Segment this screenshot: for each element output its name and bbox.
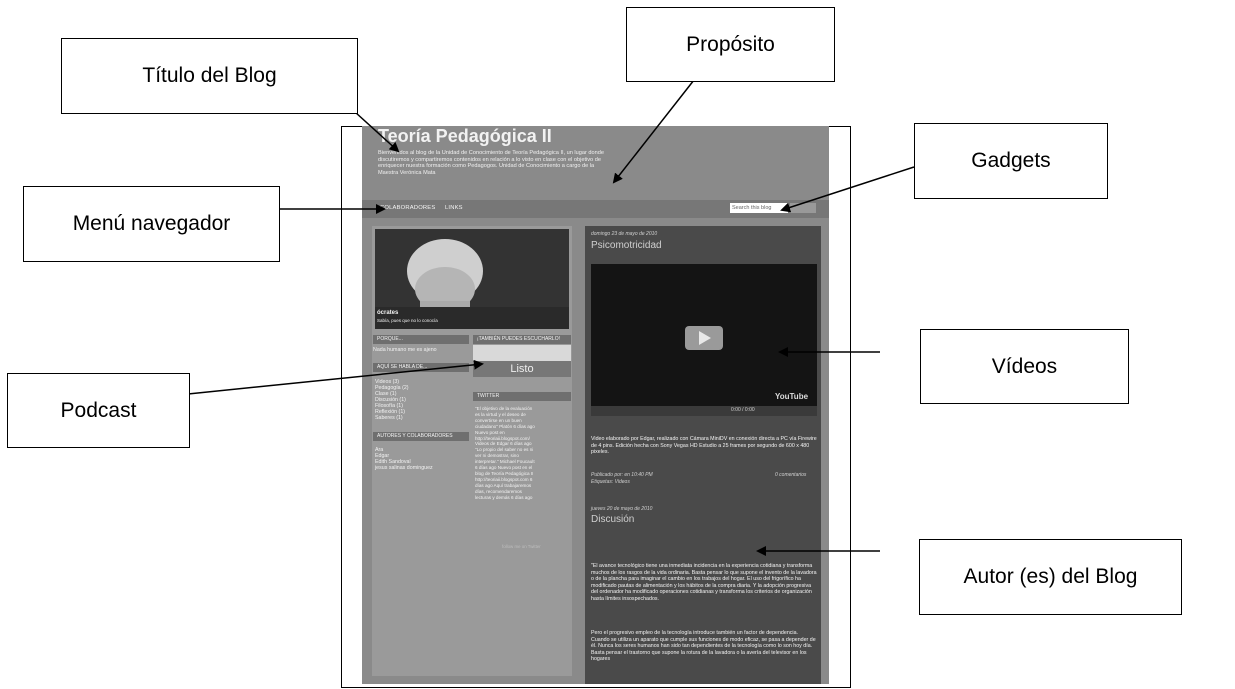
label-link[interactable]: Pedagogía (2) <box>375 385 409 391</box>
author-link[interactable]: Edith Sandoval <box>375 459 411 465</box>
author-link[interactable]: Ara <box>375 447 384 453</box>
video-time: 0:00 / 0:00 <box>731 407 755 413</box>
arrow-podcast <box>187 359 484 395</box>
gadget-autores-title: AUTORES Y COLABORADORES <box>373 432 469 441</box>
gadget-porque-text: Nada humano me es ajeno <box>373 347 437 353</box>
video-player[interactable]: YouTube 0:00 / 0:00 <box>591 264 817 416</box>
sidebar: ócrates Sabía, pues que no lo conocía PO… <box>372 226 572 676</box>
navigation-bar: COLABORADORES LINKS Search this blog <box>362 200 829 218</box>
author-link[interactable]: Edgar <box>375 453 390 459</box>
post1-labels: Etiquetas: Videos <box>591 479 630 485</box>
post1-title[interactable]: Psicomotricidad <box>591 240 662 251</box>
main-posts: domingo 23 de mayo de 2010 Psicomotricid… <box>585 226 821 684</box>
callout-proposito: Propósito <box>626 7 835 82</box>
label-link[interactable]: Videos (3) <box>375 379 400 385</box>
video-play-icon <box>591 264 817 416</box>
header-caption-sub: Sabía, pues que no lo conocía <box>377 318 438 323</box>
callout-videos: Vídeos <box>920 329 1129 404</box>
label-link[interactable]: Saberes (1) <box>375 415 403 421</box>
podcast-player-icon[interactable] <box>473 345 571 361</box>
label-link[interactable]: Discusión (1) <box>375 397 406 403</box>
gadget-porque-title: PORQUE... <box>373 335 469 344</box>
arrow-titulo <box>354 111 400 153</box>
post2-title[interactable]: Discusión <box>591 514 635 525</box>
post2-body-1: "El avance tecnológico tiene una inmedia… <box>591 563 817 602</box>
callout-titulo: Título del Blog <box>61 38 358 114</box>
post1-comments-link[interactable]: 0 comentarios <box>775 472 807 478</box>
author-link[interactable]: jesus salinas dominguez <box>375 465 433 471</box>
blog-description: Bienvenidos al blog de la Unidad de Cono… <box>378 150 604 176</box>
twitter-follow-link[interactable]: follow me on Twitter <box>502 544 541 549</box>
callout-podcast: Podcast <box>7 373 190 448</box>
nav-item-colaboradores[interactable]: COLABORADORES <box>380 205 436 211</box>
label-link[interactable]: Filosofía (1) <box>375 403 403 409</box>
search-input[interactable]: Search this blog <box>730 203 788 213</box>
gadget-podcast-title: ¡TAMBIÉN PUEDES ESCUCHARLO! <box>473 335 571 344</box>
post1-meta: Publicado por: en 10:40 PM <box>591 472 653 478</box>
header-caption-title: ócrates <box>377 310 399 316</box>
gadget-twitter-title: TWITTER <box>473 392 571 401</box>
post1-date: domingo 23 de mayo de 2010 <box>591 231 658 237</box>
blog-screenshot: Teoría Pedagógica II Bienvenidos al blog… <box>362 126 829 684</box>
nav-item-links[interactable]: LINKS <box>445 205 463 211</box>
search-button[interactable] <box>790 203 816 213</box>
callout-autor: Autor (es) del Blog <box>919 539 1182 615</box>
arrow-proposito <box>612 79 695 184</box>
callout-gadgets: Gadgets <box>914 123 1108 199</box>
arrow-gadgets <box>780 166 915 213</box>
label-link[interactable]: Reflexión (1) <box>375 409 406 415</box>
post2-body-2: Pero el progresivo empleo de la tecnolog… <box>591 630 816 663</box>
twitter-feed: "El objetivo de la evaluación es la virt… <box>475 406 535 500</box>
label-link[interactable]: Clase (1) <box>375 391 397 397</box>
post1-body: Video elaborado por Edgar, realizado con… <box>591 436 817 456</box>
youtube-logo: YouTube <box>775 392 809 401</box>
gadget-habla-title: AQUÍ SE HABLA DE... <box>373 363 469 372</box>
blog-title: Teoría Pedagógica II <box>378 126 552 146</box>
post2-date: jueves 20 de mayo de 2010 <box>591 506 653 512</box>
callout-menu: Menú navegador <box>23 186 280 262</box>
socrates-bust-image <box>375 229 569 329</box>
header-image: ócrates Sabía, pues que no lo conocía <box>375 229 569 329</box>
podcast-status: Listo <box>473 361 571 377</box>
